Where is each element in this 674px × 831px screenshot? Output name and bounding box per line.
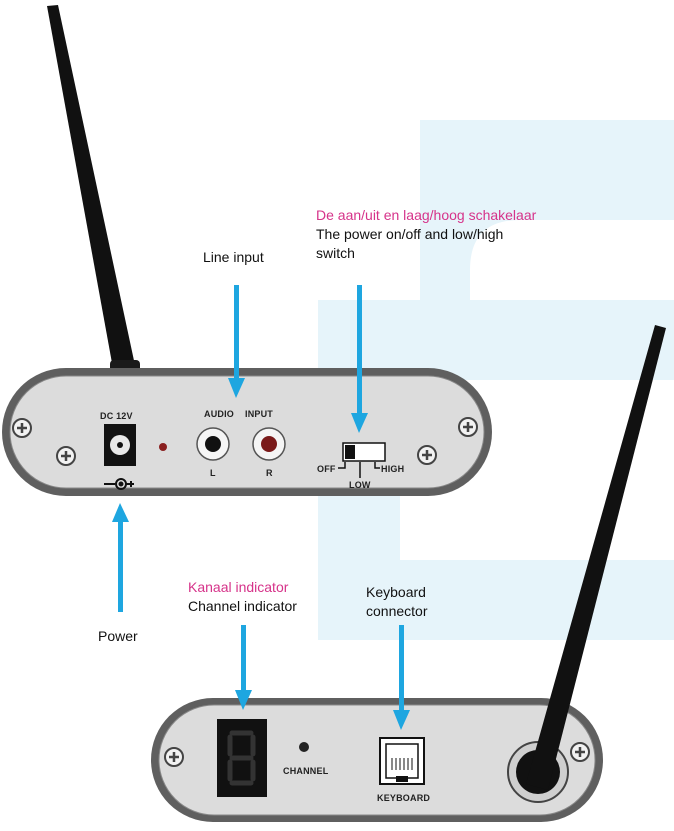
channel-label-en: Channel indicator (188, 598, 297, 614)
channel-display (217, 719, 267, 797)
antenna-top (47, 5, 140, 378)
switch-label-nl: De aan/uit en laag/hoog schakelaar (316, 207, 537, 223)
switch-high-label: HIGH (381, 464, 405, 474)
screw-icon (417, 445, 437, 465)
switch-label-en-2: switch (316, 245, 355, 261)
audio-label: AUDIO (204, 409, 234, 419)
arrow-channel (235, 625, 252, 710)
switch-label: De aan/uit en laag/hoog schakelaar The p… (316, 206, 616, 263)
channel-led (299, 742, 309, 752)
screw-icon (570, 742, 590, 762)
channel-label-nl: Kanaal indicator (188, 579, 289, 595)
arrow-switch (351, 285, 368, 433)
arrow-power (112, 503, 129, 612)
dc-label: DC 12V (100, 411, 133, 421)
screw-icon (164, 747, 184, 767)
panel-top (2, 368, 492, 496)
power-switch (338, 442, 386, 478)
line-input-label: Line input (203, 249, 264, 265)
keyboard-label-1: Keyboard (366, 584, 426, 600)
keyboard-label: Keyboard connector (366, 583, 486, 621)
screw-icon (458, 417, 478, 437)
keyboard-connector (379, 737, 425, 785)
rca-jack-left (196, 427, 230, 461)
left-channel-label: L (210, 468, 216, 478)
input-label: INPUT (245, 409, 273, 419)
channel-panel-label: CHANNEL (283, 766, 329, 776)
switch-off-label: OFF (317, 464, 336, 474)
switch-low-label: LOW (349, 480, 371, 490)
screw-icon (56, 446, 76, 466)
polarity-icon (104, 478, 134, 490)
keyboard-label-2: connector (366, 603, 428, 619)
right-channel-label: R (266, 468, 273, 478)
dc-jack (104, 424, 136, 466)
rca-jack-right (252, 427, 286, 461)
screw-icon (12, 418, 32, 438)
power-label: Power (98, 628, 138, 644)
arrow-keyboard (393, 625, 410, 730)
switch-label-en-1: The power on/off and low/high (316, 226, 504, 242)
power-led (159, 443, 167, 451)
antenna-bottom (526, 325, 666, 790)
arrow-line-input (228, 285, 245, 398)
channel-label: Kanaal indicator Channel indicator (188, 578, 368, 616)
keyboard-panel-label: KEYBOARD (377, 793, 431, 803)
